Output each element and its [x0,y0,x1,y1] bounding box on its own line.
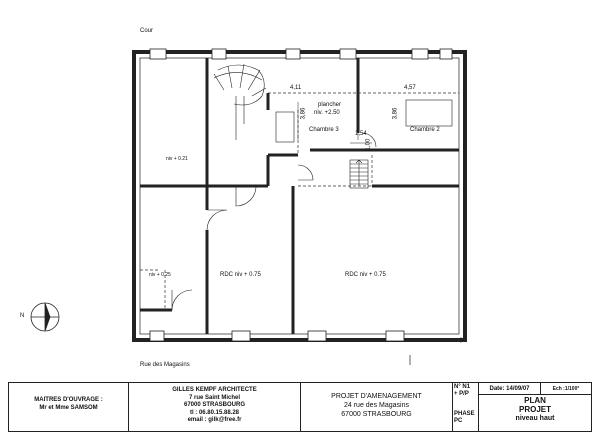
project-city: 67000 STRASBOURG [341,411,412,418]
outer-wall [132,50,467,342]
architect-email: email : gilk@free.fr [187,417,242,423]
north-arrow [30,302,60,332]
spiral-staircase [213,63,267,140]
project-title: PROJET D'AMENAGEMENT [331,393,422,400]
plan-info-cell: Date: 14/09/07 Ech :1/100° PLAN PROJET n… [479,383,591,431]
court-windows [149,48,453,60]
project-street: 24 rue des Magasins [344,402,409,409]
room-rdc-left: RDC niv + 0.75 [220,272,261,278]
architect-name: GILLES KEMPF ARCHITECTE [172,387,257,393]
floor-plan-drawing [30,48,467,365]
owner-cell: MAITRES D'OUVRAGE : Mr et Mme SAMSOM [9,383,129,431]
plan-title-3: niveau haut [515,415,555,422]
interior-walls [140,58,459,334]
dimension-lines [297,102,372,144]
street-windows [149,330,405,342]
dimension-1-54: 1,54 [355,131,367,137]
project-cell: PROJET D'AMENAGEMENT 24 rue des Magasins… [301,383,453,431]
sheet-suffix: + P/P [454,391,469,397]
plancher-level: niv. +2.50 [314,110,340,116]
architect-cell: GILLES KEMPF ARCHITECTE 7 rue Saint Mich… [129,383,301,431]
plan-title-2: PROJET [518,405,551,414]
north-label: N [20,313,25,319]
dimension-4-11: 4,11 [290,85,302,91]
doors [171,132,377,311]
room-chambre-2: Chambre 2 [410,127,440,133]
date-field: Date: 14/09/07 [479,383,541,395]
level-left-bottom: niv + 0.25 [149,272,171,278]
sheet-number: N° N1 [454,384,471,390]
beds [275,99,453,143]
mezzanine-outline [140,92,459,310]
architect-city: 67000 STRASBOURG [183,402,246,408]
phase-value: PC [454,418,463,424]
court-label: Cour [140,28,154,34]
architect-street: 7 rue Saint Michel [188,394,240,401]
plan-title-1: PLAN [524,396,546,405]
level-left-top: niv + 0.21 [166,156,188,162]
dimension-4-57: 4,57 [404,85,416,91]
room-rdc-right: RDC niv + 0.75 [345,272,386,278]
inner-wall-line [139,57,460,335]
straight-staircase [349,159,369,189]
architect-phone: tl : 06.80.15.88.28 [189,409,240,416]
dimension-1-00: 1,00 [365,138,372,151]
phase-label: PHASE [454,411,475,417]
title-block: MAITRES D'OUVRAGE : Mr et Mme SAMSOM GIL… [8,382,592,432]
scale-field: Ech :1/100° [541,383,591,395]
owner-title: MAITRES D'OUVRAGE : [34,397,103,403]
room-chambre-3: Chambre 3 [309,127,339,133]
dimension-3-86-a: 3,86 [300,107,307,120]
street-label: Rue des Magasins [140,362,190,368]
plancher-label: plancher [318,102,342,108]
owner-names: Mr et Mme SAMSOM [39,404,98,411]
sheet-cell: N° N1 + P/P PHASE PC [453,383,479,431]
dimension-3-86-b: 3,86 [392,107,399,120]
section-markers [409,337,464,365]
